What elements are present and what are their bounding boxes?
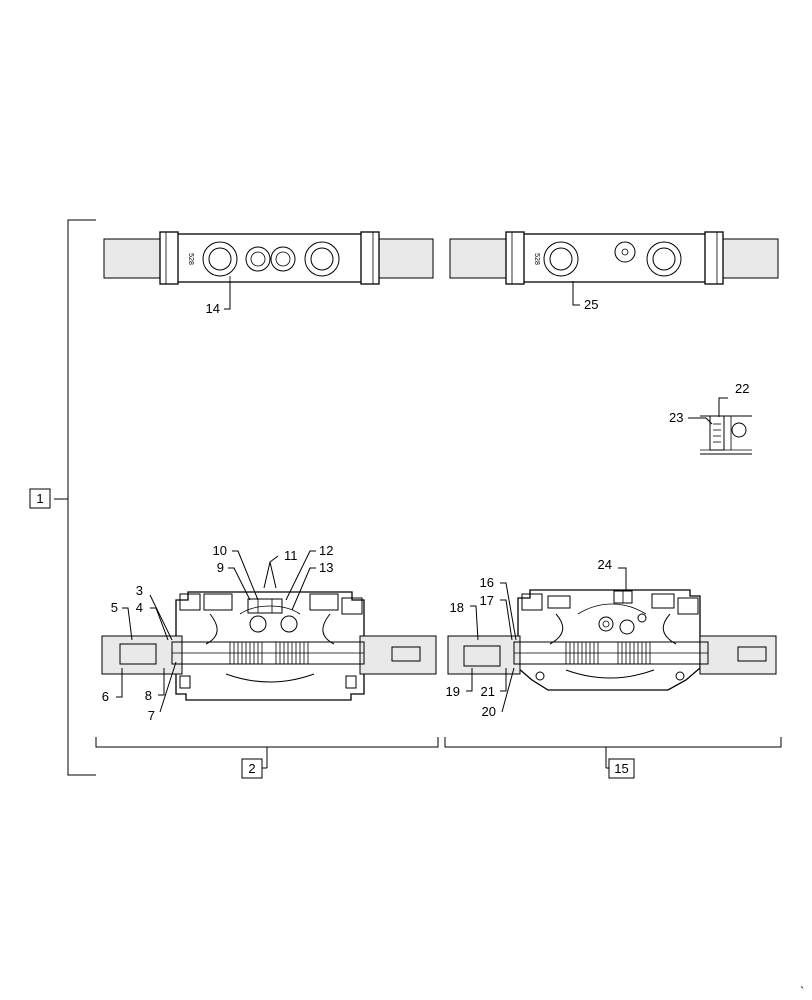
callout-18[interactable]: 18 xyxy=(450,600,479,641)
detail-view-22-23 xyxy=(700,415,752,455)
callout-6[interactable]: 6 xyxy=(102,668,123,704)
callout-1[interactable]: 1 xyxy=(29,488,51,509)
subassembly-bracket-15 xyxy=(444,737,782,769)
svg-text:21: 21 xyxy=(481,684,495,699)
svg-text:11: 11 xyxy=(284,548,298,563)
callout-8[interactable]: 8 xyxy=(145,668,165,703)
corner-mark: ` xyxy=(800,984,804,999)
svg-text:9: 9 xyxy=(217,560,224,575)
callout-11[interactable]: 11 xyxy=(263,548,298,589)
svg-text:1: 1 xyxy=(36,491,43,506)
svg-text:19: 19 xyxy=(446,684,460,699)
callout-2[interactable]: 2 xyxy=(241,758,263,779)
top-left-valve-view: 528 xyxy=(103,231,434,285)
callout-13[interactable]: 13 xyxy=(291,560,333,611)
callout-22[interactable]: 22 xyxy=(718,381,749,417)
svg-text:16: 16 xyxy=(480,575,494,590)
callout-14[interactable]: 14 xyxy=(206,281,231,316)
svg-text:3: 3 xyxy=(136,583,143,598)
assembly-bracket xyxy=(54,219,96,776)
svg-text:20: 20 xyxy=(482,704,496,719)
svg-text:7: 7 xyxy=(148,708,155,723)
callout-9[interactable]: 9 xyxy=(217,560,251,601)
callout-4[interactable]: 4 xyxy=(136,600,169,641)
stamp-right: 528 xyxy=(533,253,540,265)
callout-15[interactable]: 15 xyxy=(608,758,635,779)
bottom-left-valve-section xyxy=(101,591,437,701)
svg-text:15: 15 xyxy=(614,761,628,776)
callout-25[interactable]: 25 xyxy=(572,281,598,312)
svg-text:2: 2 xyxy=(248,761,255,776)
callout-24[interactable]: 24 xyxy=(598,557,627,591)
callout-5[interactable]: 5 xyxy=(111,600,133,641)
svg-text:22: 22 xyxy=(735,381,749,396)
callout-3[interactable]: 3 xyxy=(136,583,173,641)
svg-text:18: 18 xyxy=(450,600,464,615)
svg-text:25: 25 xyxy=(584,297,598,312)
svg-text:4: 4 xyxy=(136,600,143,615)
svg-text:8: 8 xyxy=(145,688,152,703)
callout-10[interactable]: 10 xyxy=(213,543,259,601)
svg-text:10: 10 xyxy=(213,543,227,558)
callout-23[interactable]: 23 xyxy=(669,410,713,425)
callout-17[interactable]: 17 xyxy=(480,593,513,641)
callout-20[interactable]: 20 xyxy=(482,667,515,719)
top-right-valve-view: 528 xyxy=(449,231,779,285)
svg-text:5: 5 xyxy=(111,600,118,615)
callout-12[interactable]: 12 xyxy=(285,543,333,601)
callout-7[interactable]: 7 xyxy=(148,661,177,723)
stamp-left: 528 xyxy=(187,253,194,265)
bottom-right-valve-section xyxy=(447,589,777,691)
svg-text:14: 14 xyxy=(206,301,220,316)
callout-16[interactable]: 16 xyxy=(480,575,517,641)
svg-text:17: 17 xyxy=(480,593,494,608)
svg-text:13: 13 xyxy=(319,560,333,575)
svg-text:24: 24 xyxy=(598,557,612,572)
callout-19[interactable]: 19 xyxy=(446,668,473,699)
callout-21[interactable]: 21 xyxy=(481,668,507,699)
svg-text:23: 23 xyxy=(669,410,683,425)
svg-text:12: 12 xyxy=(319,543,333,558)
subassembly-bracket-2 xyxy=(95,737,439,769)
svg-text:6: 6 xyxy=(102,689,109,704)
